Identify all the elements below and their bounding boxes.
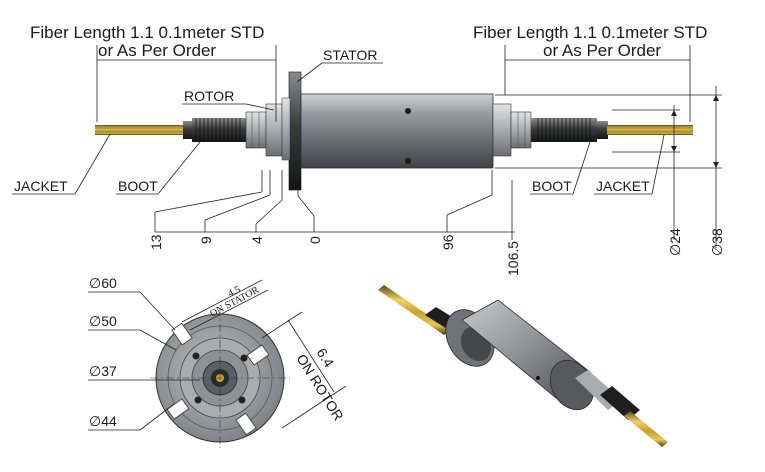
boot-left-label: BOOT xyxy=(118,178,158,194)
right-sleeve xyxy=(492,103,512,157)
left-nut xyxy=(245,111,267,149)
dim-dia60: ∅60 xyxy=(89,275,117,291)
rotor-label: ROTOR xyxy=(184,88,234,104)
body-screw-bottom xyxy=(405,158,411,164)
fiber-note-left-line1: Fiber Length 1.1 0.1meter STD xyxy=(30,23,264,42)
dim-dia44: ∅44 xyxy=(89,413,117,429)
body-screw-top xyxy=(405,108,411,114)
fiber-note-right-line2: or As Per Order xyxy=(543,41,661,60)
isometric-view xyxy=(378,285,668,447)
side-view xyxy=(95,71,693,191)
jacket-right-label: JACKET xyxy=(596,178,650,194)
main-body xyxy=(300,93,494,169)
boot-right-label: BOOT xyxy=(532,178,572,194)
dim-106-5: 106.5 xyxy=(505,241,521,276)
right-fiber xyxy=(607,125,693,135)
dim-dia38: ∅38 xyxy=(709,228,725,256)
fiber-note-right-line1: Fiber Length 1.1 0.1meter STD xyxy=(473,23,707,42)
dim-9: 9 xyxy=(198,236,214,244)
right-boot xyxy=(531,118,608,142)
left-boot xyxy=(183,118,246,142)
dim-13: 13 xyxy=(148,234,164,250)
stator-label: STATOR xyxy=(323,47,377,63)
diameter-dimensions xyxy=(495,86,722,248)
dim-dia50: ∅50 xyxy=(89,313,117,329)
jacket-left-label: JACKET xyxy=(14,178,68,194)
axial-dimensions xyxy=(154,170,515,240)
slot-width-dim: 4.5 xyxy=(226,284,242,300)
stator-flange xyxy=(288,71,302,191)
rotor-ring xyxy=(265,103,283,157)
fiber-length-dims xyxy=(96,45,691,122)
dim-dia24: ∅24 xyxy=(667,228,683,256)
dim-dia37: ∅37 xyxy=(89,363,117,379)
dim-96: 96 xyxy=(440,234,456,250)
fiber-note-left-line2: or As Per Order xyxy=(98,41,216,60)
dim-4: 4 xyxy=(249,236,265,244)
left-fiber xyxy=(95,125,187,135)
right-nut xyxy=(510,111,532,149)
end-view xyxy=(150,308,290,448)
dim-0: 0 xyxy=(307,236,323,244)
